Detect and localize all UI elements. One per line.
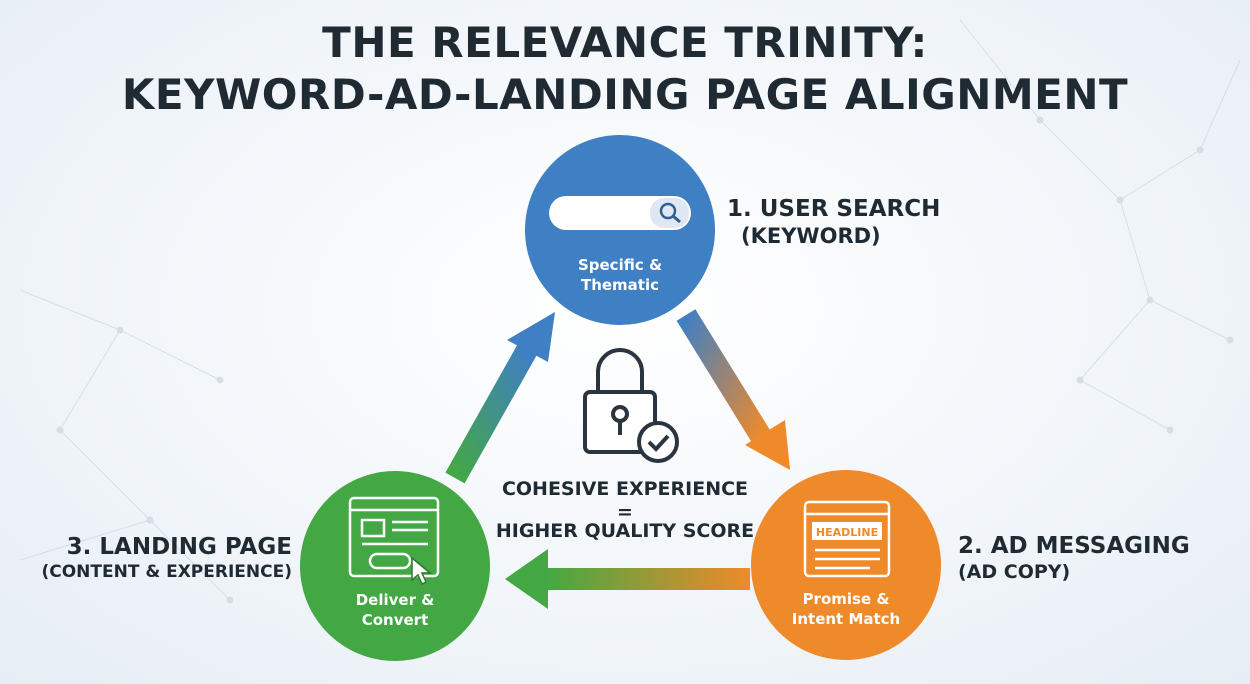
center-text-line3: HIGHER QUALITY SCORE <box>495 520 755 542</box>
search-circle-line1: Specific & <box>578 256 662 274</box>
arrow-ad-to-landing <box>505 549 750 609</box>
ad-messaging-title: 2. AD MESSAGING <box>958 533 1190 559</box>
landing-page-subtitle: (CONTENT & EXPERIENCE) <box>41 561 292 582</box>
search-bar-icon <box>549 196 691 230</box>
center-text-equals: = <box>617 501 633 523</box>
center-text-line1: COHESIVE EXPERIENCE <box>501 478 749 500</box>
arrow-keyword-to-ad <box>676 309 790 470</box>
diagram-title-line2: KEYWORD-AD-LANDING PAGE ALIGNMENT <box>121 70 1129 119</box>
padlock-check-icon <box>583 348 679 463</box>
diagram-title-line1: THE RELEVANCE TRINITY: <box>322 18 928 67</box>
ad-stage-circle <box>751 470 941 660</box>
landing-page-title: 3. LANDING PAGE <box>66 534 292 560</box>
landing-circle-line2: Convert <box>362 611 429 629</box>
user-search-label: 1. USER SEARCH (KEYWORD) <box>727 196 940 249</box>
ad-circle-line1: Promise & <box>803 590 890 608</box>
landing-circle-line1: Deliver & <box>356 591 435 609</box>
user-search-title: 1. USER SEARCH <box>727 196 941 222</box>
landing-page-label: 3. LANDING PAGE (CONTENT & EXPERIENCE) <box>30 534 292 582</box>
ad-messaging-label: 2. AD MESSAGING (AD COPY) <box>958 533 1190 583</box>
stage-user-search: Specific & Thematic <box>525 135 715 325</box>
user-search-subtitle: (KEYWORD) <box>741 223 881 248</box>
stage-landing-page: Deliver & Convert <box>300 471 490 661</box>
search-circle-line2: Thematic <box>581 276 659 294</box>
arrow-landing-to-keyword <box>445 312 555 484</box>
ad-headline-icon-text: HEADLINE <box>816 526 878 539</box>
ad-headline-icon <box>803 500 891 578</box>
stage-ad-messaging: HEADLINE Promise & Intent Match <box>751 470 941 660</box>
ad-messaging-subtitle: (AD COPY) <box>958 560 1071 583</box>
webpage-cursor-icon <box>348 496 440 586</box>
network-background <box>19 19 1241 604</box>
ad-circle-line2: Intent Match <box>792 610 900 628</box>
landing-stage-circle <box>300 471 490 661</box>
